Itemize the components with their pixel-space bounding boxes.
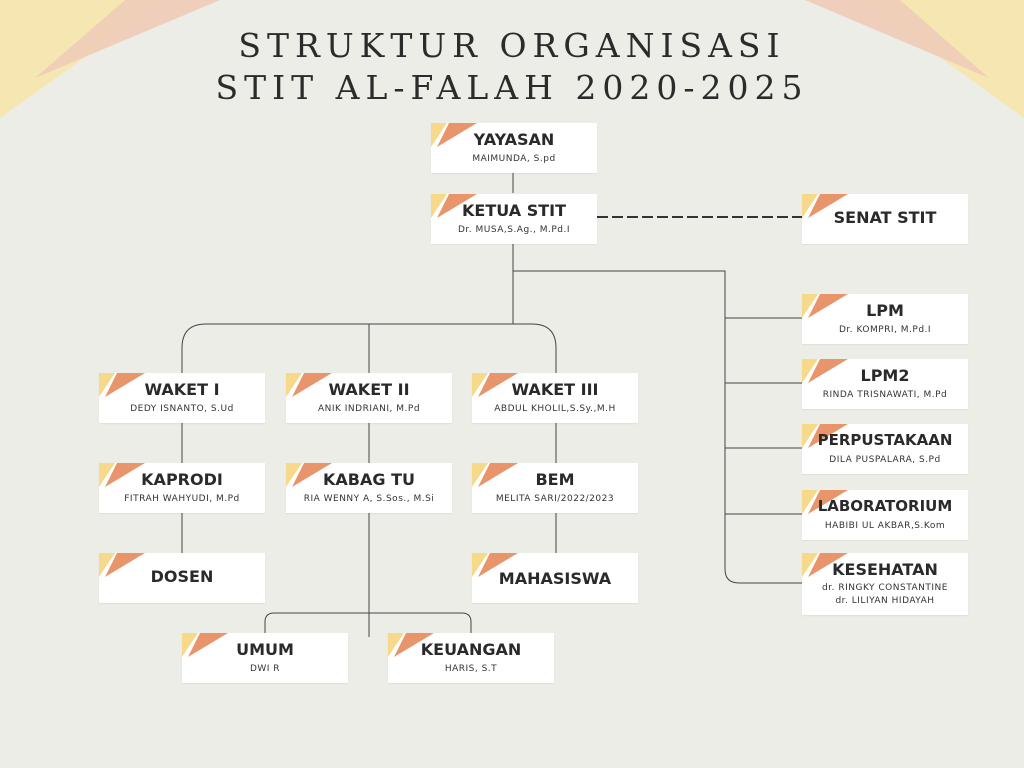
corner-accent-icon xyxy=(99,373,145,397)
node-waket-2: WAKET II ANIK INDRIANI, M.Pd xyxy=(286,373,452,423)
node-title: DOSEN xyxy=(150,567,214,586)
corner-accent-icon xyxy=(472,463,518,487)
node-waket-1: WAKET I DEDY ISNANTO, S.Ud xyxy=(99,373,265,423)
node-title: YAYASAN xyxy=(473,130,555,149)
node-person: DEDY ISNANTO, S.Ud xyxy=(130,404,234,414)
node-title: KABAG TU xyxy=(323,470,415,489)
node-person: ABDUL KHOLIL,S.Sy.,M.H xyxy=(494,404,616,414)
node-title: WAKET I xyxy=(144,380,220,399)
node-person: DWI R xyxy=(249,664,281,674)
node-person: Dr. MUSA,S.Ag., M.Pd.I xyxy=(457,225,571,235)
node-person-2: dr. LILIYAN HIDAYAH xyxy=(835,596,935,606)
node-title: KESEHATAN xyxy=(832,560,938,579)
node-person: RINDA TRISNAWATI, M.Pd xyxy=(822,390,948,400)
node-person: FITRAH WAHYUDI, M.Pd xyxy=(124,494,240,504)
corner-accent-icon xyxy=(286,463,332,487)
corner-accent-icon xyxy=(802,424,848,448)
node-title: WAKET II xyxy=(328,380,410,399)
node-ketua-stit: KETUA STIT Dr. MUSA,S.Ag., M.Pd.I xyxy=(431,194,597,244)
node-mahasiswa: MAHASISWA xyxy=(472,553,638,603)
node-title: BEM xyxy=(535,470,575,489)
node-title: LPM2 xyxy=(860,366,910,385)
node-title: SENAT STIT xyxy=(833,208,937,227)
node-person: DILA PUSPALARA, S.Pd xyxy=(829,455,941,465)
node-yayasan: YAYASAN MAIMUNDA, S.pd xyxy=(431,123,597,173)
node-perpustakaan: PERPUSTAKAAN DILA PUSPALARA, S.Pd xyxy=(802,424,968,474)
corner-accent-icon xyxy=(99,463,145,487)
node-dosen: DOSEN xyxy=(99,553,265,603)
corner-accent-icon xyxy=(802,194,848,218)
node-person-1: dr. RINGKY CONSTANTINE xyxy=(822,583,948,593)
corner-accent-icon xyxy=(802,359,848,383)
corner-accent-icon xyxy=(182,633,228,657)
node-kesehatan: KESEHATAN dr. RINGKY CONSTANTINE dr. LIL… xyxy=(802,553,968,615)
node-title: MAHASISWA xyxy=(498,569,612,588)
node-kaprodi: KAPRODI FITRAH WAHYUDI, M.Pd xyxy=(99,463,265,513)
node-lpm: LPM Dr. KOMPRI, M.Pd.I xyxy=(802,294,968,344)
node-person: Dr. KOMPRI, M.Pd.I xyxy=(838,325,932,335)
corner-accent-icon xyxy=(286,373,332,397)
node-umum: UMUM DWI R xyxy=(182,633,348,683)
corner-accent-icon xyxy=(472,553,518,577)
node-person: HABIBI UL AKBAR,S.Kom xyxy=(824,521,946,531)
node-title: PERPUSTAKAAN xyxy=(817,431,953,449)
node-waket-3: WAKET III ABDUL KHOLIL,S.Sy.,M.H xyxy=(472,373,638,423)
node-person: RIA WENNY A, S.Sos., M.Si xyxy=(303,494,435,504)
node-keuangan: KEUANGAN HARIS, S.T xyxy=(388,633,554,683)
node-lpm2: LPM2 RINDA TRISNAWATI, M.Pd xyxy=(802,359,968,409)
node-bem: BEM MELITA SARI/2022/2023 xyxy=(472,463,638,513)
corner-accent-icon xyxy=(802,294,848,318)
node-title: WAKET III xyxy=(511,380,599,399)
chart-title-line-1: STRUKTUR ORGANISASI xyxy=(238,26,786,65)
node-title: UMUM xyxy=(236,640,294,659)
corner-accent-icon xyxy=(802,553,848,577)
node-title: KETUA STIT xyxy=(462,201,566,220)
corner-accent-icon xyxy=(99,553,145,577)
node-person: HARIS, S.T xyxy=(444,664,498,674)
node-title: KEUANGAN xyxy=(420,640,522,659)
corner-accent-icon xyxy=(388,633,434,657)
corner-accent-icon xyxy=(472,373,518,397)
node-senat-stit: SENAT STIT xyxy=(802,194,968,244)
chart-title-line-2: STIT AL-FALAH 2020-2025 xyxy=(215,68,809,107)
node-kabag-tu: KABAG TU RIA WENNY A, S.Sos., M.Si xyxy=(286,463,452,513)
node-title: KAPRODI xyxy=(141,470,223,489)
node-person: MELITA SARI/2022/2023 xyxy=(495,494,615,504)
node-laboratorium: LABORATORIUM HABIBI UL AKBAR,S.Kom xyxy=(802,490,968,540)
corner-accent-icon xyxy=(431,194,477,218)
corner-accent-icon xyxy=(431,123,477,147)
node-person: ANIK INDRIANI, M.Pd xyxy=(317,404,421,414)
node-title: LABORATORIUM xyxy=(817,497,953,515)
node-title: LPM xyxy=(866,301,904,320)
node-person: MAIMUNDA, S.pd xyxy=(472,154,556,164)
corner-accent-icon xyxy=(802,490,848,514)
